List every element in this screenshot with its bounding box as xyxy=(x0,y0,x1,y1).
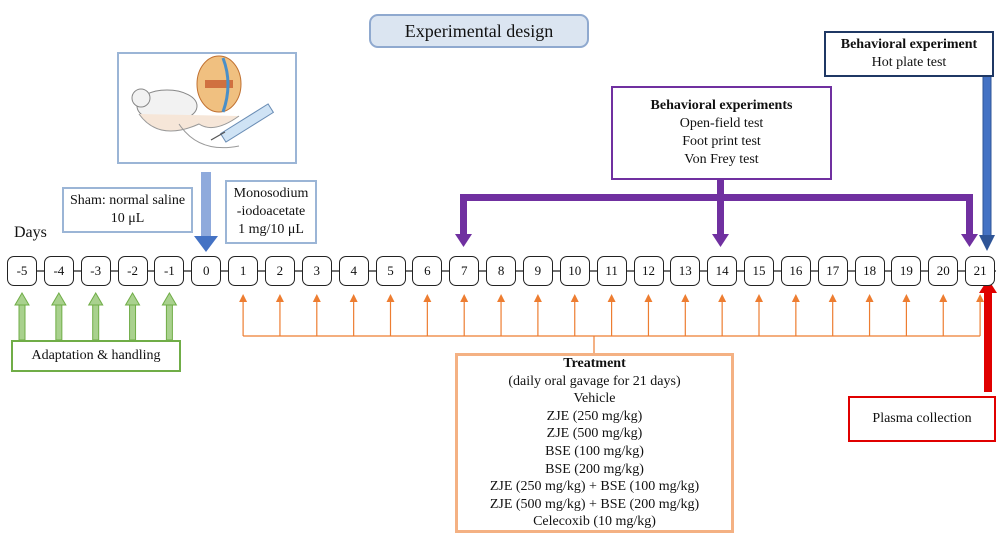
treatment-arrow xyxy=(497,294,506,336)
treatment-group: Vehicle xyxy=(573,391,616,407)
day-box: 10 xyxy=(559,256,590,286)
injection-arrow xyxy=(194,172,218,252)
treatment-box: Treatment (daily oral gavage for 21 days… xyxy=(455,353,734,533)
sham-line-1: Sham: normal saline xyxy=(69,193,186,208)
treatment-arrow xyxy=(460,294,469,336)
treatment-arrow xyxy=(828,294,837,336)
treatment-group: ZJE (250 mg/kg) xyxy=(546,408,643,424)
day-box: 15 xyxy=(744,256,774,286)
adaptation-arrow xyxy=(124,292,141,341)
plasma-box: Plasma collection xyxy=(848,396,996,442)
treatment-arrow xyxy=(681,294,690,336)
treatment-group: ZJE (500 mg/kg) + BSE (200 mg/kg) xyxy=(489,496,700,512)
day-box: 13 xyxy=(670,256,701,286)
treatment-arrow xyxy=(755,294,763,336)
behavioral-experiments-heading: Behavioral experiments xyxy=(650,98,793,113)
day-box: 14 xyxy=(707,256,738,286)
injection-illustration xyxy=(117,52,297,164)
treatment-arrow xyxy=(423,294,432,336)
behavioral-experiments-box: Behavioral experiments Open-field test F… xyxy=(611,86,832,180)
adaptation-arrow xyxy=(87,292,104,341)
days-label: Days xyxy=(14,224,47,241)
day-box: 18 xyxy=(854,256,885,286)
day-box: 9 xyxy=(522,256,553,286)
day-box: 5 xyxy=(375,256,406,286)
treatment-group: Celecoxib (10 mg/kg) xyxy=(533,514,656,530)
sham-line-2: 10 μL xyxy=(110,211,145,226)
day-box: 2 xyxy=(264,256,295,286)
treatment-arrow xyxy=(791,294,800,336)
day-box: 1 xyxy=(228,256,259,286)
mia-box: Monosodium -iodoacetate 1 mg/10 μL xyxy=(225,180,317,244)
day-box: 7 xyxy=(449,256,480,286)
day-box: 21 xyxy=(965,256,996,286)
mia-line-3: 1 mg/10 μL xyxy=(238,222,304,237)
treatment-arrow xyxy=(644,294,653,336)
day-box: -4 xyxy=(43,256,74,286)
treatment-arrow xyxy=(718,294,727,336)
behavioral-test-item: Foot print test xyxy=(682,134,761,149)
day-box: 12 xyxy=(633,256,664,286)
treatment-group: BSE (100 mg/kg) xyxy=(545,444,644,459)
treatment-arrow xyxy=(902,294,911,336)
plasma-label: Plasma collection xyxy=(872,411,972,426)
day-box: 19 xyxy=(891,256,922,286)
day-box: -2 xyxy=(117,256,148,286)
hot-plate-box: Behavioral experiment Hot plate test xyxy=(824,31,994,77)
treatment-arrow xyxy=(312,294,321,336)
day-box: 17 xyxy=(817,256,848,286)
plasma-arrow xyxy=(979,279,997,392)
adaptation-arrows xyxy=(14,292,178,341)
treatment-arrow xyxy=(939,294,948,336)
treatment-arrow xyxy=(386,294,395,336)
day-box: 3 xyxy=(301,256,332,286)
day-box: -5 xyxy=(7,256,37,286)
day-box: -1 xyxy=(154,256,185,286)
treatment-arrow xyxy=(607,294,616,336)
behavioral-experiments-bracket xyxy=(455,180,978,247)
mia-line-1: Monosodium xyxy=(233,186,309,201)
behavioral-test-item: Von Frey test xyxy=(684,152,759,167)
treatment-arrow xyxy=(349,294,358,336)
day-box: 4 xyxy=(338,256,369,286)
knee-joint-inset xyxy=(196,55,242,113)
day-box: 16 xyxy=(780,256,811,286)
treatment-arrow xyxy=(239,294,248,336)
treatment-arrow xyxy=(976,294,985,336)
rat-illustration xyxy=(131,88,240,149)
day-box: -3 xyxy=(80,256,111,286)
treatment-group: ZJE (250 mg/kg) + BSE (100 mg/kg) xyxy=(489,479,700,495)
adaptation-box: Adaptation & handling xyxy=(11,340,181,372)
day-box: 11 xyxy=(596,256,627,286)
diagram-title: Experimental design xyxy=(369,14,589,48)
syringe-icon xyxy=(210,103,275,143)
treatment-heading: Treatment xyxy=(563,356,626,372)
treatment-arrow xyxy=(275,294,284,336)
treatment-arrow xyxy=(570,294,579,336)
adaptation-arrow xyxy=(50,292,67,341)
hot-plate-arrow xyxy=(979,74,995,251)
hot-plate-item: Hot plate test xyxy=(871,55,947,70)
behavioral-experiment-heading: Behavioral experiment xyxy=(840,37,978,52)
treatment-arrow xyxy=(533,294,542,336)
day-box: 8 xyxy=(486,256,517,286)
treatment-group: BSE (200 mg/kg) xyxy=(545,461,644,477)
day-box: 20 xyxy=(928,256,959,286)
day-box: 6 xyxy=(412,256,443,286)
treatment-subheading: (daily oral gavage for 21 days) xyxy=(508,373,681,389)
behavioral-test-item: Open-field test xyxy=(679,116,764,131)
sham-box: Sham: normal saline 10 μL xyxy=(62,187,193,233)
treatment-group: ZJE (500 mg/kg) xyxy=(546,426,643,442)
treatment-arrows xyxy=(239,294,985,353)
adaptation-arrow xyxy=(14,292,30,341)
mia-line-2: -iodoacetate xyxy=(236,204,306,219)
adaptation-label: Adaptation & handling xyxy=(31,348,161,363)
day-box: 0 xyxy=(191,256,222,286)
treatment-arrow xyxy=(865,294,874,336)
adaptation-arrow xyxy=(161,292,178,341)
